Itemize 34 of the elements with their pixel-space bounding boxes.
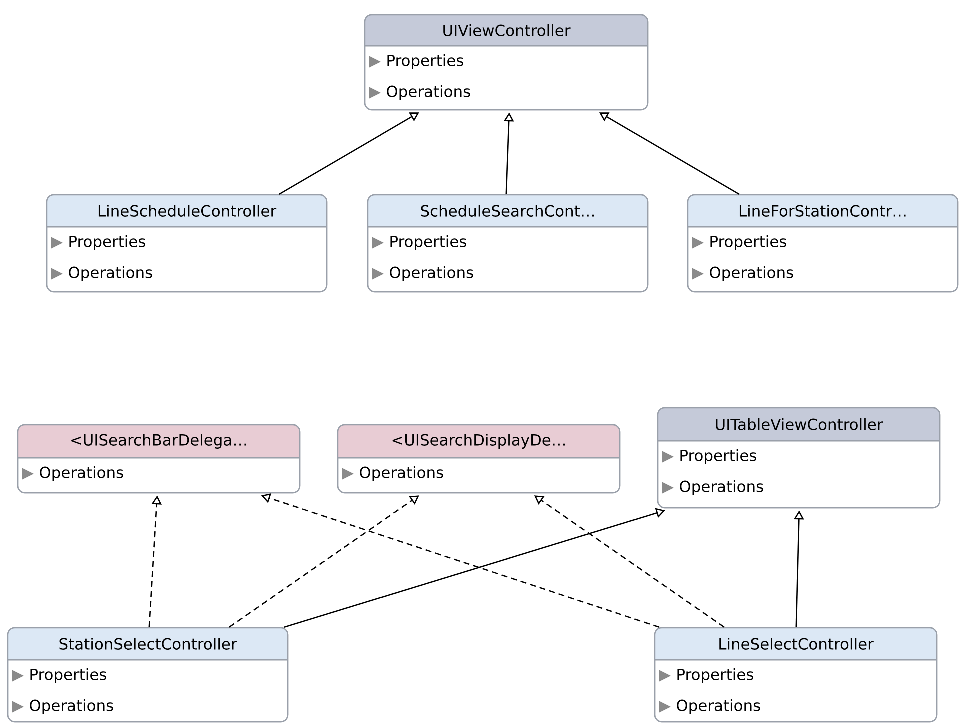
compartment-label: Operations [710, 266, 794, 282]
compartment-label: Properties [710, 236, 786, 250]
compartment-label: Operations [677, 700, 760, 714]
class-name: ScheduleSearchCont… [421, 205, 594, 217]
compartment-label: Properties [70, 236, 146, 250]
class-box [654, 627, 938, 723]
class-box [657, 407, 941, 509]
class-box [17, 424, 301, 494]
compartment-label: Operations [69, 266, 152, 282]
class-name: LineScheduleController [98, 205, 277, 217]
compartment-label: Operations [40, 466, 124, 482]
compartment-label: Operations [680, 480, 764, 496]
class-name: LineSelectController [720, 638, 874, 650]
class-name: <UISearchBarDelega… [72, 434, 246, 449]
compartment-label: Operations [360, 466, 444, 482]
compartment-label: Operations [390, 266, 474, 282]
class-name: <UISearchDisplayDe… [392, 434, 566, 449]
compartment-label: Properties [680, 450, 756, 464]
class-name: StationSelectController [60, 638, 238, 650]
compartment-label: Operations [30, 700, 114, 714]
class-box [687, 194, 959, 293]
class-box [367, 194, 649, 293]
compartment-label: Properties [390, 236, 466, 250]
class-box [46, 194, 328, 293]
class-name: UIViewController [444, 24, 571, 36]
class-name: UITableViewController [716, 418, 884, 430]
class-name: LineForStationContr… [740, 205, 906, 217]
compartment-label: Properties [388, 54, 464, 70]
class-box [7, 627, 289, 723]
compartment-label: Properties [30, 668, 106, 684]
compartment-label: Properties [678, 668, 754, 684]
class-box [337, 424, 621, 494]
class-box [364, 14, 649, 111]
compartment-label: Operations [387, 86, 470, 100]
